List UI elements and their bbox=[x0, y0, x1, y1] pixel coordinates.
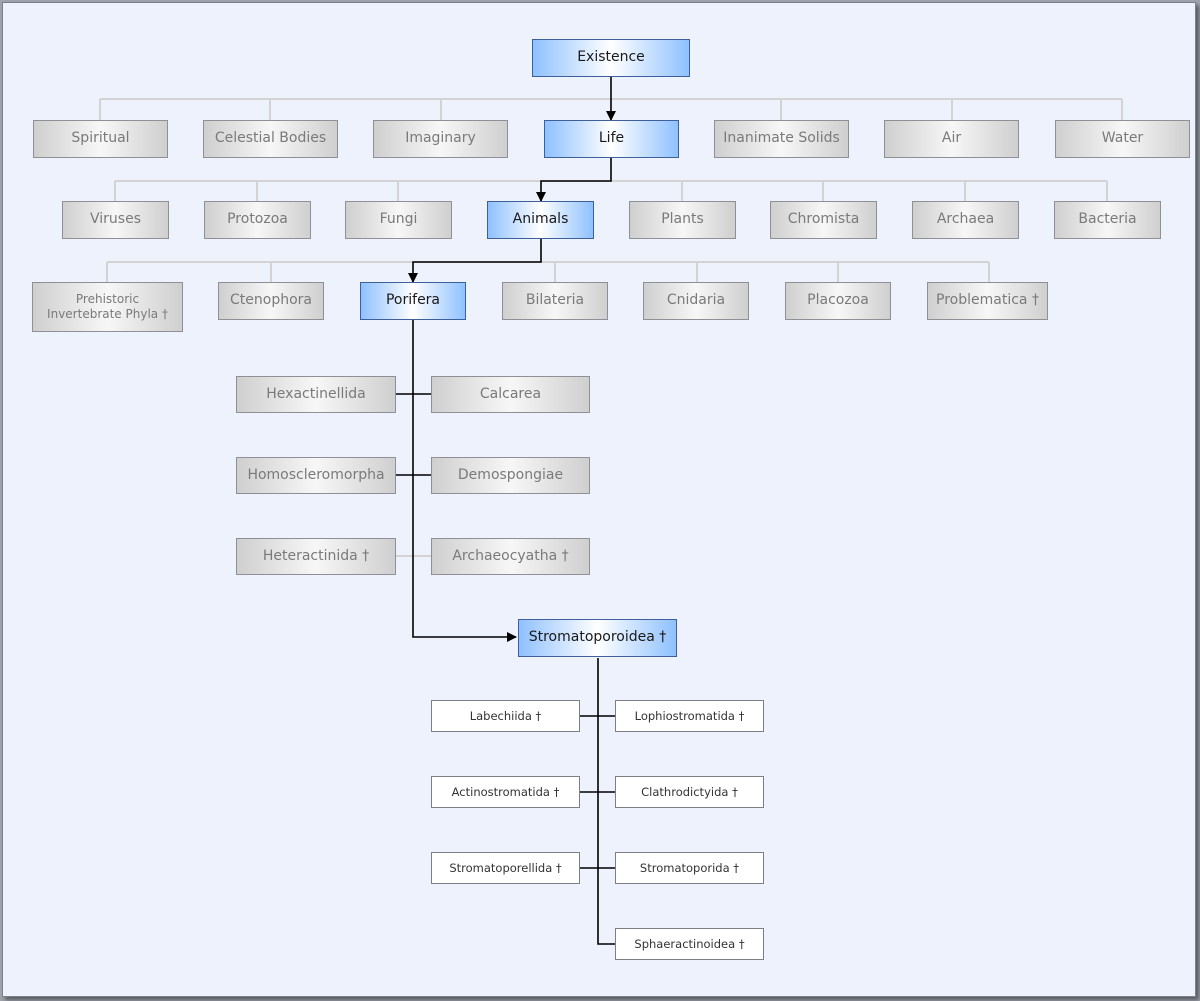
node-chromista[interactable]: Chromista bbox=[770, 201, 877, 239]
node-imaginary[interactable]: Imaginary bbox=[373, 120, 508, 158]
node-heteractinida[interactable]: Heteractinida † bbox=[236, 538, 396, 575]
node-labechiida[interactable]: Labechiida † bbox=[431, 700, 580, 732]
node-stromatoporellida[interactable]: Stromatoporellida † bbox=[431, 852, 580, 884]
node-problematica[interactable]: Problematica † bbox=[927, 282, 1048, 320]
node-life[interactable]: Life bbox=[544, 120, 679, 158]
node-animals[interactable]: Animals bbox=[487, 201, 594, 239]
node-prehistoric-invertebrate-phyla[interactable]: Prehistoric Invertebrate Phyla † bbox=[32, 282, 183, 332]
node-inanimate-solids[interactable]: Inanimate Solids bbox=[714, 120, 849, 158]
node-sphaeractinoidea[interactable]: Sphaeractinoidea † bbox=[615, 928, 764, 960]
node-air[interactable]: Air bbox=[884, 120, 1019, 158]
node-bilateria[interactable]: Bilateria bbox=[502, 282, 608, 320]
node-fungi[interactable]: Fungi bbox=[345, 201, 452, 239]
node-cnidaria[interactable]: Cnidaria bbox=[643, 282, 749, 320]
node-demospongiae[interactable]: Demospongiae bbox=[431, 457, 590, 494]
node-celestial-bodies[interactable]: Celestial Bodies bbox=[203, 120, 338, 158]
node-placozoa[interactable]: Placozoa bbox=[785, 282, 891, 320]
node-viruses[interactable]: Viruses bbox=[62, 201, 169, 239]
connector-lines bbox=[99, 77, 1123, 945]
node-hexactinellida[interactable]: Hexactinellida bbox=[236, 376, 396, 413]
node-spiritual[interactable]: Spiritual bbox=[33, 120, 168, 158]
node-existence[interactable]: Existence bbox=[532, 39, 690, 77]
node-archaea[interactable]: Archaea bbox=[912, 201, 1019, 239]
node-archaeocyatha[interactable]: Archaeocyatha † bbox=[431, 538, 590, 575]
node-stromatoporoidea[interactable]: Stromatoporoidea † bbox=[518, 619, 677, 657]
node-water[interactable]: Water bbox=[1055, 120, 1190, 158]
node-stromatoporida[interactable]: Stromatoporida † bbox=[615, 852, 764, 884]
node-protozoa[interactable]: Protozoa bbox=[204, 201, 311, 239]
node-plants[interactable]: Plants bbox=[629, 201, 736, 239]
node-calcarea[interactable]: Calcarea bbox=[431, 376, 590, 413]
node-clathrodictyida[interactable]: Clathrodictyida † bbox=[615, 776, 764, 808]
node-actinostromatida[interactable]: Actinostromatida † bbox=[431, 776, 580, 808]
node-bacteria[interactable]: Bacteria bbox=[1054, 201, 1161, 239]
node-porifera[interactable]: Porifera bbox=[360, 282, 466, 320]
node-homoscleromorpha[interactable]: Homoscleromorpha bbox=[236, 457, 396, 494]
node-lophiostromatida[interactable]: Lophiostromatida † bbox=[615, 700, 764, 732]
node-ctenophora[interactable]: Ctenophora bbox=[218, 282, 324, 320]
